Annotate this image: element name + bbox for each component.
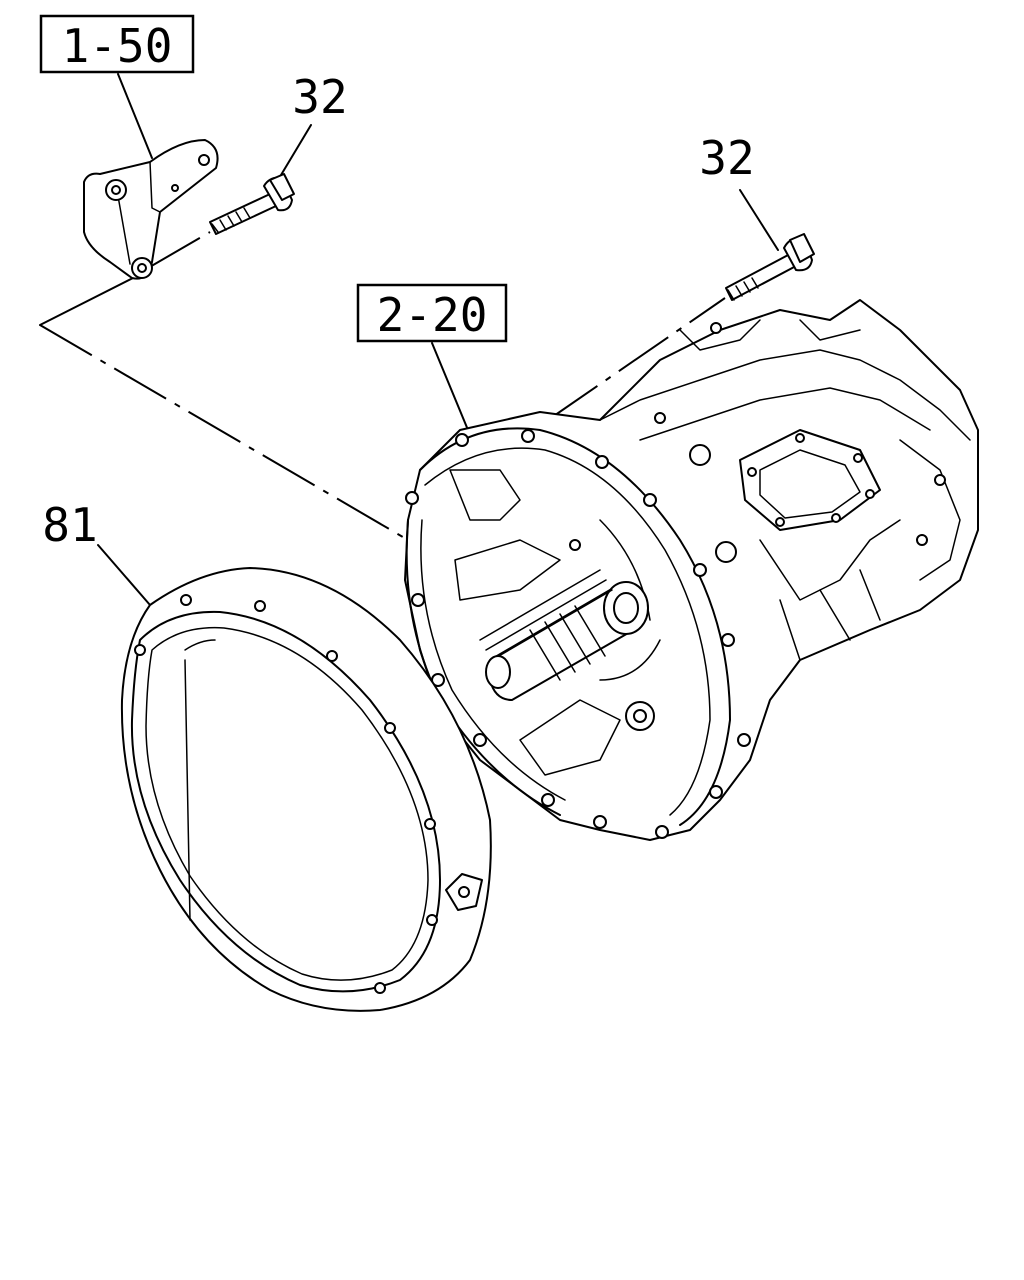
- leader-line-ring: [97, 544, 151, 606]
- callout-ring-label: 81: [42, 498, 97, 552]
- callout-bracket-ref-label: 1-50: [62, 19, 173, 73]
- callout-bolt-upper[interactable]: 32: [292, 70, 347, 124]
- callout-bracket-ref[interactable]: 1-50: [39, 14, 195, 74]
- callout-bolt-right[interactable]: 32: [699, 131, 754, 185]
- callout-transmission-ref[interactable]: 2-20: [356, 283, 508, 343]
- shift-cover-plate: [739, 429, 881, 531]
- callout-bolt-upper-label: 32: [292, 70, 347, 124]
- assembly-lines: [39, 231, 726, 541]
- leader-line-transmission: [431, 342, 469, 431]
- bolt-upper[interactable]: [209, 173, 295, 235]
- callout-bolt-right-label: 32: [699, 131, 754, 185]
- ring-bolt-holes: [134, 594, 438, 994]
- bell-housing-bolt-holes: [405, 429, 751, 839]
- flywheel-housing-ring[interactable]: [120, 567, 492, 1012]
- leader-line-bracket: [117, 73, 153, 159]
- leader-line-bolt-upper: [277, 124, 312, 181]
- leader-line-bolt-right: [739, 189, 779, 251]
- callout-ring[interactable]: 81: [42, 498, 97, 552]
- callout-transmission-ref-label: 2-20: [377, 288, 488, 342]
- mounting-bracket[interactable]: [83, 139, 219, 280]
- transmission-assembly[interactable]: [404, 299, 979, 841]
- bolt-right[interactable]: [725, 233, 815, 301]
- input-shaft: [479, 569, 649, 701]
